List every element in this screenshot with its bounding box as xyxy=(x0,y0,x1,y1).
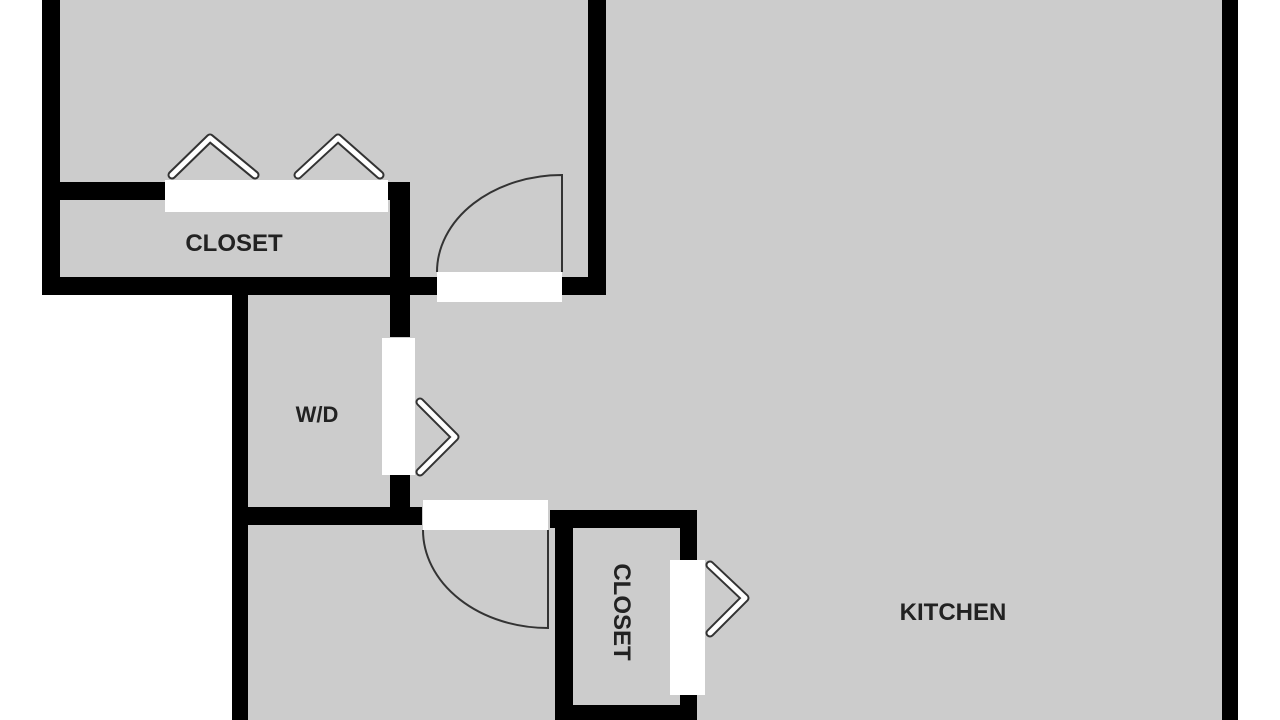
room-label-wd: W/D xyxy=(296,402,339,427)
doors xyxy=(165,180,705,695)
wall-closet-top xyxy=(42,182,165,200)
walls xyxy=(42,0,1238,720)
room-label-closet-top: CLOSET xyxy=(185,230,283,257)
door-swings xyxy=(422,173,563,630)
bath-door[interactable] xyxy=(423,500,548,530)
room-label-closet-bottom: CLOSET xyxy=(608,563,635,661)
bedroom-door-swing xyxy=(436,173,563,273)
bifold-chevrons xyxy=(167,133,750,638)
wall-wd-bottom xyxy=(232,507,422,525)
bedroom-door[interactable] xyxy=(437,272,562,302)
wall-bedroom-right xyxy=(588,0,606,295)
wall-closet-right xyxy=(390,182,410,337)
wall-closet2-left xyxy=(555,510,573,720)
wall-closet2-top xyxy=(550,510,697,528)
floor-areas xyxy=(42,0,1238,720)
wall-right-outer xyxy=(1222,0,1238,720)
closet-sliding-door[interactable] xyxy=(165,180,388,212)
wall-bedroom-bottom xyxy=(42,277,437,295)
wall-left-bedroom xyxy=(42,0,60,295)
closet-bifold-door[interactable] xyxy=(670,560,705,695)
room-label-kitchen: KITCHEN xyxy=(900,599,1007,626)
bath-door-swing xyxy=(422,529,549,630)
wd-bifold-door[interactable] xyxy=(382,338,415,475)
